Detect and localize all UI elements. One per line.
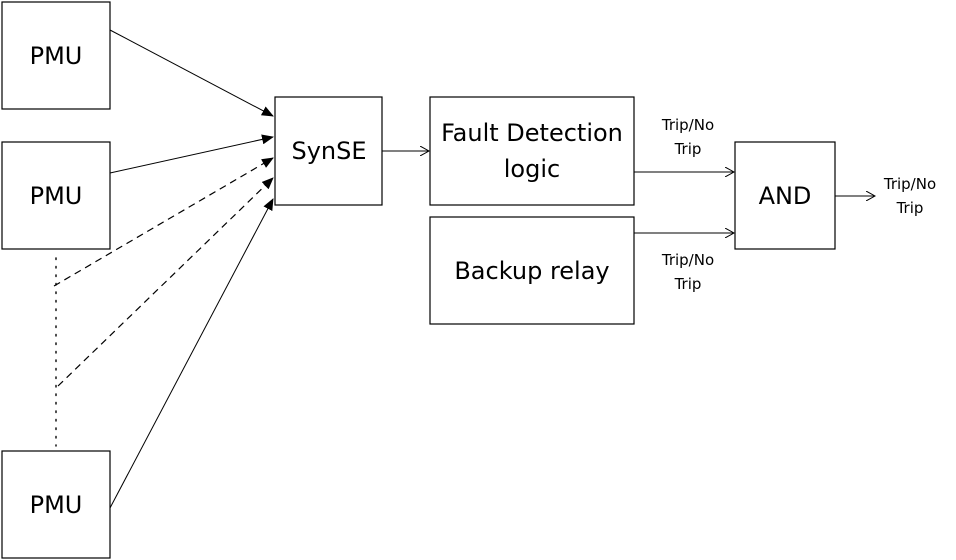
pmu-block-2 [1,141,111,250]
synse-label: SynSE [291,137,366,165]
and-out-signal-line1: Trip/No [883,175,936,193]
dashed-input-arrow-1 [53,157,274,287]
fault-out-signal-line1: Trip/No [661,116,714,134]
and-out-signal-line2: Trip [896,199,924,217]
pmu-label-2: PMU [30,182,83,210]
pmu-label-3: PMU [30,491,83,519]
backup-relay-block [429,216,635,325]
backup-out-signal-line2: Trip [674,275,702,293]
pmu1-to-synse-arrow [109,29,274,117]
pmu3-to-synse-arrow [109,198,274,509]
fault-detection-label-line1: Fault Detection [441,119,623,147]
pmu-label-1: PMU [30,42,83,70]
fault-detection-block [429,96,635,206]
and-gate-block [734,141,836,250]
and-gate-label: AND [759,182,812,210]
fault-out-signal-line2: Trip [674,140,702,158]
fault-detection-label-line2: logic [504,155,560,183]
pmu2-to-synse-arrow [109,134,274,174]
dashed-input-arrow-2 [57,177,274,387]
backup-out-signal-line1: Trip/No [661,251,714,269]
pmu-block-3 [1,450,111,559]
pmu-block-1 [1,1,111,110]
backup-relay-label: Backup relay [454,257,609,285]
synse-block [274,96,383,206]
